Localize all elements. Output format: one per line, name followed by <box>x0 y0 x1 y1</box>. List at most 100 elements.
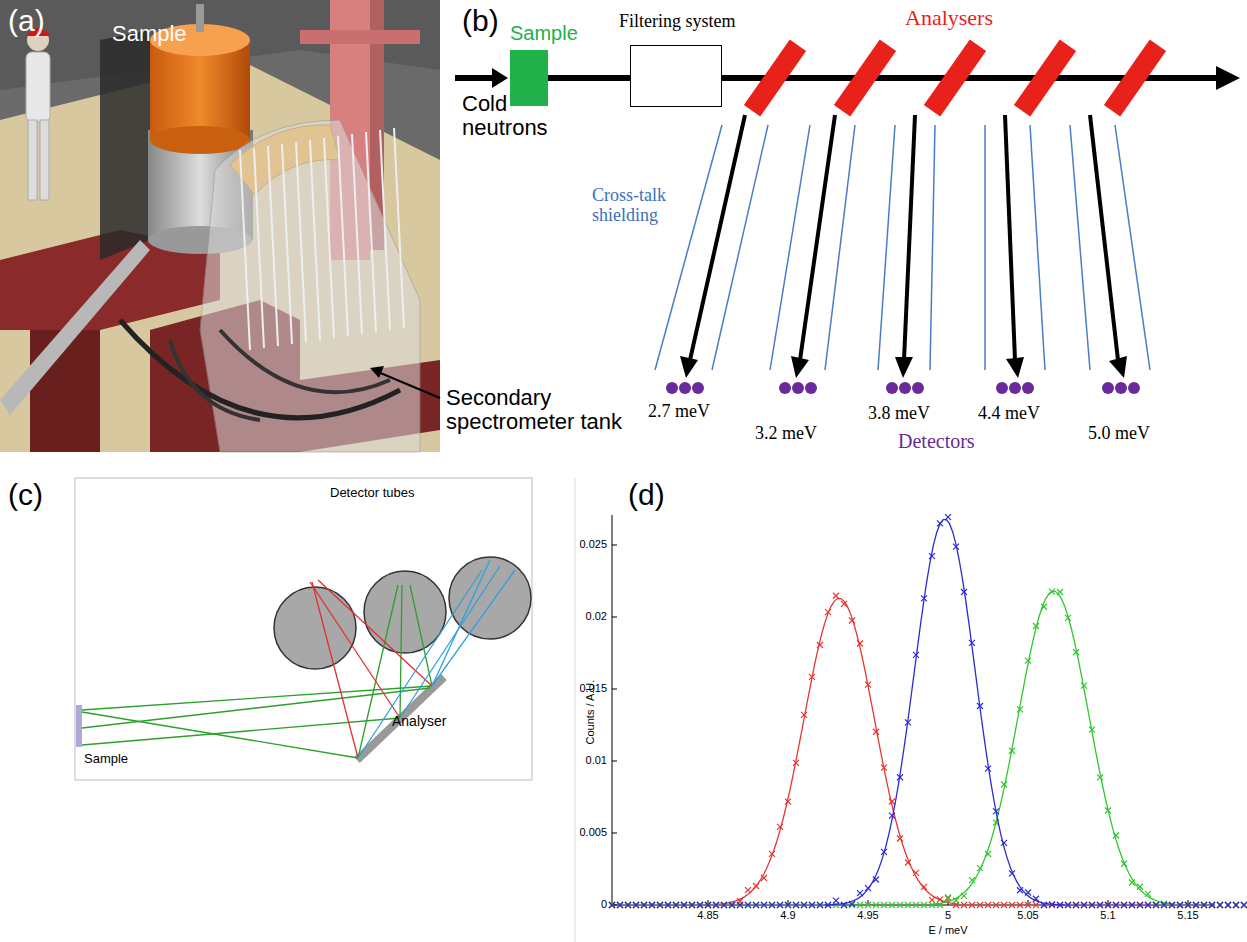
data-marker <box>689 902 695 908</box>
data-marker <box>1057 589 1063 595</box>
data-marker <box>1089 727 1095 733</box>
data-marker <box>737 902 743 908</box>
data-marker <box>1193 902 1199 908</box>
data-marker <box>849 618 855 624</box>
data-marker <box>1033 902 1039 908</box>
tick-label: 4.95 <box>857 909 878 921</box>
data-marker <box>913 652 919 658</box>
data-marker <box>881 902 887 908</box>
detector-dot <box>899 382 911 394</box>
data-marker <box>817 642 823 648</box>
data-marker <box>1233 902 1239 908</box>
data-marker <box>1153 901 1159 907</box>
data-marker <box>1225 902 1231 908</box>
detector-dot <box>996 382 1008 394</box>
data-marker <box>857 890 863 896</box>
data-marker <box>993 808 999 814</box>
data-marker <box>705 902 711 908</box>
data-marker <box>1225 902 1231 908</box>
data-marker <box>1041 604 1047 610</box>
beam-line <box>548 78 630 79</box>
axis-title: E / meV <box>928 924 967 936</box>
data-marker <box>649 902 655 908</box>
detector-tube <box>310 140 320 340</box>
detector-tube <box>240 150 250 350</box>
data-marker <box>785 902 791 908</box>
data-marker <box>1121 902 1127 908</box>
data-marker <box>1089 902 1095 908</box>
part-label: Sample <box>112 22 187 46</box>
data-marker <box>889 813 895 819</box>
data-marker <box>1001 840 1007 846</box>
tick <box>612 761 617 762</box>
data-marker <box>1113 832 1119 838</box>
data-marker <box>953 544 959 550</box>
data-marker <box>697 902 703 908</box>
detector-tube <box>324 138 334 338</box>
part-label: Detectors <box>898 430 975 452</box>
data-marker <box>1025 658 1031 664</box>
data-marker <box>897 902 903 908</box>
data-marker <box>1009 902 1015 908</box>
data-marker <box>1185 902 1191 908</box>
data-marker <box>777 902 783 908</box>
data-marker <box>633 902 639 908</box>
data-marker <box>633 902 639 908</box>
data-marker <box>1241 902 1247 908</box>
data-marker <box>1025 902 1031 908</box>
data-marker <box>873 877 879 883</box>
data-marker <box>881 849 887 855</box>
data-marker <box>777 902 783 908</box>
data-marker <box>1233 902 1239 908</box>
data-marker <box>745 887 751 893</box>
data-marker <box>793 902 799 908</box>
data-marker <box>753 902 759 908</box>
data-marker <box>1145 902 1151 908</box>
fit-curve <box>825 520 1065 905</box>
data-marker <box>1145 902 1151 908</box>
data-marker <box>865 682 871 688</box>
data-marker <box>657 902 663 908</box>
data-marker <box>673 902 679 908</box>
data-marker <box>961 893 967 899</box>
data-marker <box>1025 890 1031 896</box>
tick <box>612 545 617 546</box>
data-marker <box>929 902 935 908</box>
tick-label: 0.02 <box>586 610 607 622</box>
data-marker <box>905 719 911 725</box>
data-marker <box>873 729 879 735</box>
data-marker <box>833 898 839 904</box>
data-marker <box>1185 902 1191 908</box>
data-marker <box>969 877 975 883</box>
data-marker <box>849 901 855 907</box>
tick <box>612 833 617 834</box>
data-marker <box>961 589 967 595</box>
data-marker <box>1209 902 1215 908</box>
data-marker <box>609 902 615 908</box>
panel-letter: (b) <box>462 4 499 37</box>
data-marker <box>761 875 767 881</box>
panel-letter: (c) <box>8 478 43 511</box>
data-marker <box>1081 683 1087 689</box>
data-marker <box>825 902 831 908</box>
energy-label: 3.2 meV <box>755 424 817 444</box>
data-marker <box>1241 902 1247 908</box>
data-marker <box>1177 902 1183 908</box>
data-marker <box>953 898 959 904</box>
data-marker <box>1201 902 1207 908</box>
data-marker <box>905 902 911 908</box>
data-marker <box>897 774 903 780</box>
data-marker <box>929 553 935 559</box>
data-marker <box>609 902 615 908</box>
data-marker <box>905 859 911 865</box>
data-marker <box>1065 902 1071 908</box>
data-marker <box>1129 902 1135 908</box>
data-marker <box>1001 902 1007 908</box>
data-marker <box>1009 870 1015 876</box>
tick <box>612 689 617 690</box>
data-marker <box>697 902 703 908</box>
data-marker <box>1065 615 1071 621</box>
data-marker <box>1137 902 1143 908</box>
